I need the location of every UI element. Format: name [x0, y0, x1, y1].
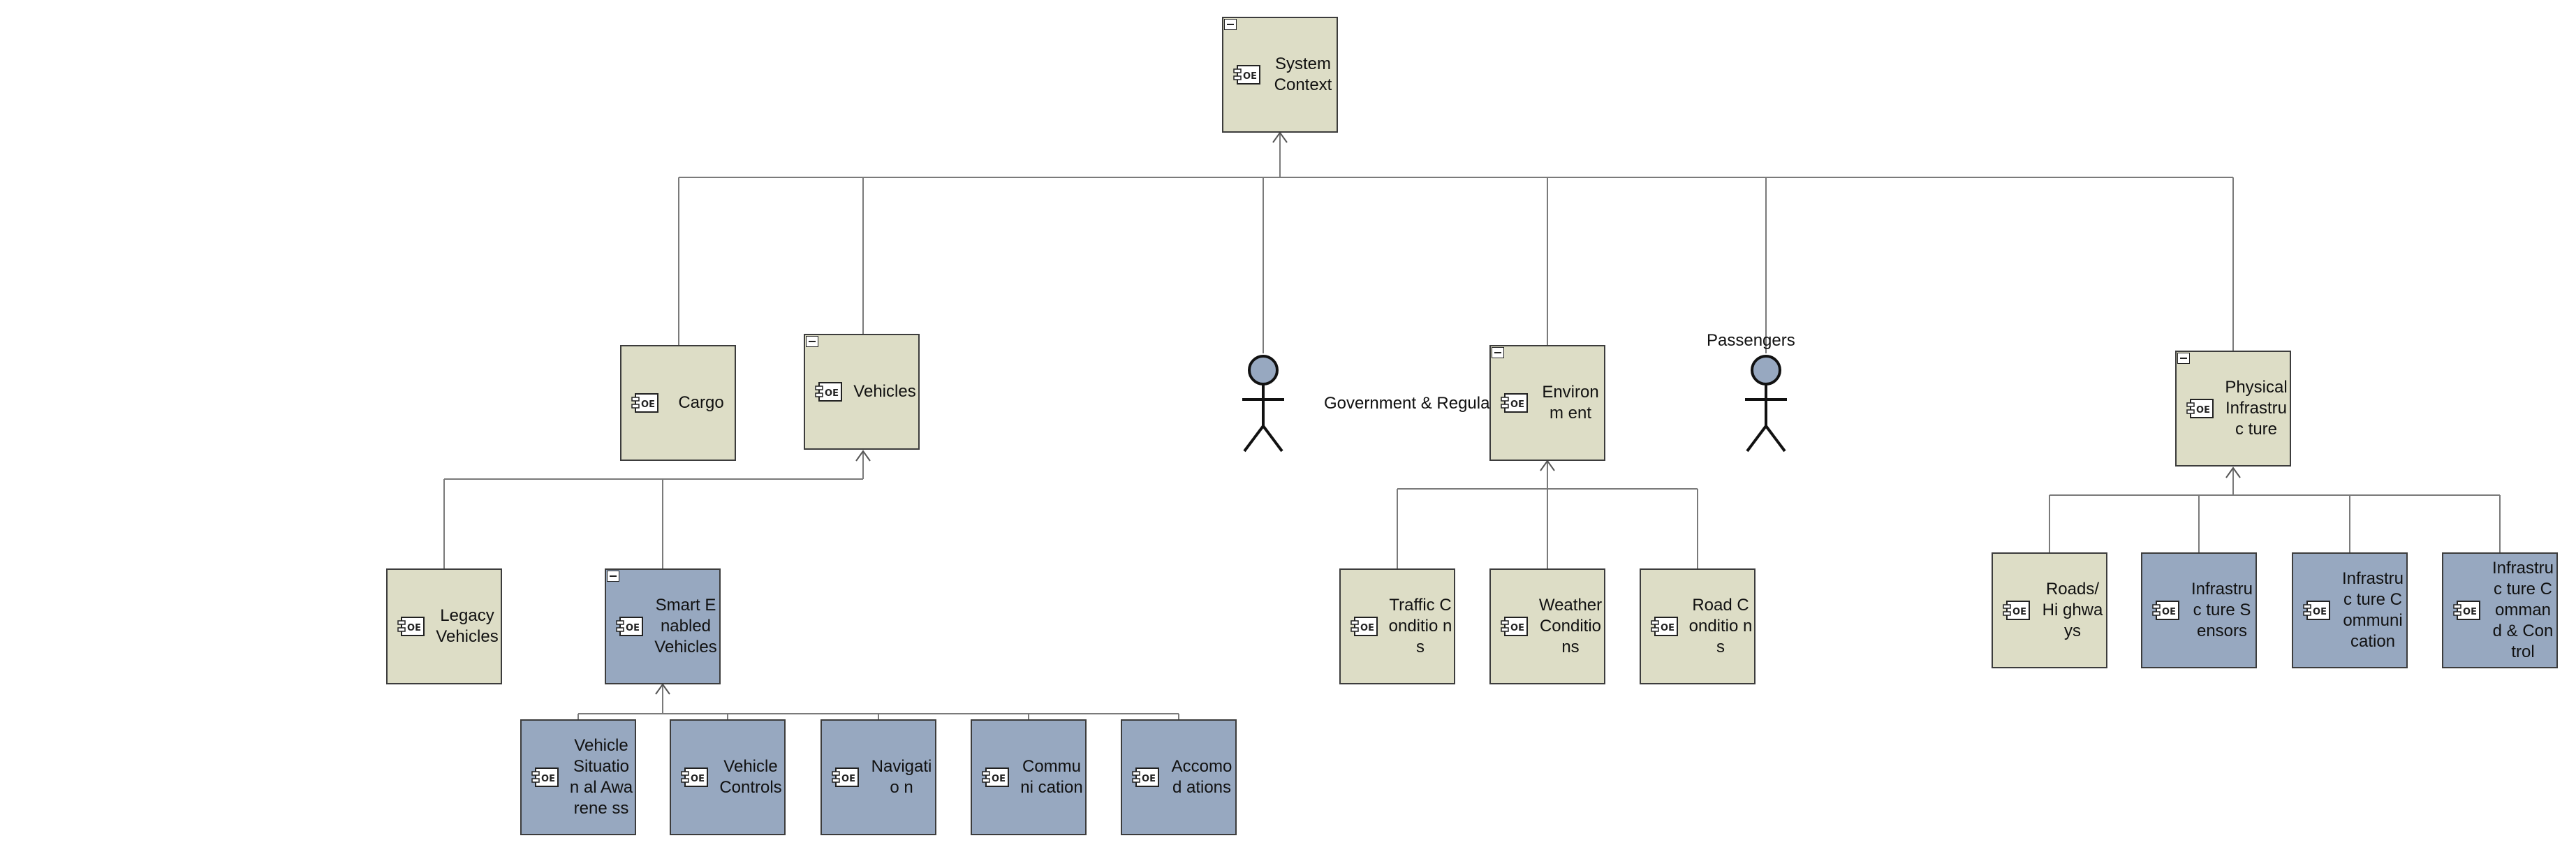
block-label: Smart Enabled Vehicles — [654, 596, 717, 656]
block-smart-enabled-vehicles[interactable]: OE Smart Enabled Vehicles — [605, 568, 721, 684]
component-icon: OE — [531, 767, 559, 787]
block-label: System Context — [1274, 54, 1332, 94]
component-icon: OE — [616, 617, 643, 636]
block-infrastructure-sensors[interactable]: OE Infrastruc ture Sensors — [2141, 552, 2257, 668]
block-weather-conditions[interactable]: OE Weather Conditio ns — [1489, 568, 1605, 684]
connector-vehicles-tree — [443, 450, 871, 568]
block-label: Road Conditio ns — [1688, 596, 1753, 656]
svg-text:OE: OE — [1360, 623, 1374, 633]
block-label: Infrastruc ture Sensors — [2191, 580, 2253, 640]
svg-text:OE: OE — [1510, 399, 1524, 410]
actor-passengers-label: Passengers — [1707, 331, 1795, 350]
svg-text:OE: OE — [2313, 607, 2327, 617]
block-label: Vehicle Situation al Awarene ss — [569, 736, 633, 818]
component-icon: OE — [815, 382, 842, 402]
svg-text:OE: OE — [2463, 607, 2477, 617]
component-icon: OE — [2152, 601, 2179, 620]
component-icon: OE — [2003, 601, 2030, 620]
svg-text:OE: OE — [1142, 774, 1156, 784]
svg-text:OE: OE — [641, 399, 655, 410]
block-traffic-conditions[interactable]: OE Traffic Conditio ns — [1339, 568, 1455, 684]
component-icon: OE — [1501, 393, 1528, 413]
svg-text:OE: OE — [1510, 623, 1524, 633]
block-label: Traffic Conditio ns — [1388, 596, 1452, 656]
block-label: Environm ent — [1542, 383, 1599, 423]
connector-environment-tree — [1397, 460, 1698, 568]
component-icon: OE — [1501, 617, 1528, 636]
block-road-conditions[interactable]: OE Road Conditio ns — [1640, 568, 1756, 684]
block-accomodations[interactable]: OE Accomod ations — [1121, 719, 1237, 835]
svg-text:OE: OE — [825, 388, 839, 399]
block-physical-infrastructure[interactable]: OE Physical Infrastruc ture — [2175, 351, 2291, 467]
component-icon: OE — [1350, 617, 1378, 636]
connector-smart-vehicles-tree — [577, 683, 1179, 719]
component-icon: OE — [982, 767, 1009, 787]
actor-government-regulators-label: Government & Regulators — [1324, 394, 1518, 413]
block-label: Legacy Vehicles — [436, 606, 499, 646]
block-environment[interactable]: OE Environm ent — [1489, 345, 1605, 461]
component-icon: OE — [681, 767, 708, 787]
connector-infrastructure-tree — [2049, 467, 2501, 552]
component-icon: OE — [2453, 601, 2480, 620]
collapse-icon[interactable] — [607, 571, 619, 582]
block-communication[interactable]: OE Communi cation — [971, 719, 1087, 835]
component-icon: OE — [832, 767, 859, 787]
component-icon: OE — [1132, 767, 1159, 787]
component-icon: OE — [631, 393, 658, 413]
block-label: Navigatio n — [871, 757, 932, 797]
svg-text:OE: OE — [407, 623, 421, 633]
collapse-icon[interactable] — [806, 336, 818, 347]
svg-text:OE: OE — [992, 774, 1006, 784]
svg-text:OE: OE — [2162, 607, 2176, 617]
component-icon: OE — [2303, 601, 2330, 620]
collapse-icon[interactable] — [1224, 19, 1237, 30]
block-label: Vehicles — [853, 382, 916, 401]
svg-text:OE: OE — [2012, 607, 2026, 617]
block-vehicle-controls[interactable]: OE Vehicle Controls — [670, 719, 786, 835]
block-label: Infrastruc ture Communi cation — [2341, 569, 2404, 651]
component-icon: OE — [397, 617, 425, 636]
block-roads-highways[interactable]: OE Roads/Hi ghways — [1992, 552, 2107, 668]
block-label: Roads/Hi ghways — [2042, 580, 2103, 640]
connector-system-context-tree — [678, 131, 2234, 353]
block-label: Infrastruc ture Comman d & Control — [2492, 559, 2554, 661]
block-label: Cargo — [678, 393, 724, 412]
block-vehicles[interactable]: OE Vehicles — [804, 334, 920, 450]
block-legacy-vehicles[interactable]: OE Legacy Vehicles — [386, 568, 502, 684]
component-icon: OE — [2186, 399, 2214, 418]
block-label: Physical Infrastruc ture — [2225, 378, 2288, 439]
svg-text:OE: OE — [691, 774, 705, 784]
block-cargo[interactable]: OE Cargo — [620, 345, 736, 461]
component-icon: OE — [1233, 65, 1260, 85]
block-label: Vehicle Controls — [719, 757, 782, 797]
collapse-icon[interactable] — [1492, 347, 1504, 358]
collapse-icon[interactable] — [2177, 353, 2190, 364]
svg-text:OE: OE — [2196, 405, 2210, 416]
block-navigation[interactable]: OE Navigatio n — [820, 719, 936, 835]
block-label: Weather Conditio ns — [1538, 596, 1603, 656]
block-infrastructure-command-control[interactable]: OE Infrastruc ture Comman d & Control — [2442, 552, 2558, 668]
component-icon: OE — [1651, 617, 1678, 636]
block-system-context[interactable]: OE System Context — [1222, 17, 1338, 133]
actor-passengers-icon[interactable] — [1742, 353, 1790, 454]
block-label: Communi cation — [1020, 757, 1083, 797]
svg-text:OE: OE — [626, 623, 640, 633]
block-infrastructure-communication[interactable]: OE Infrastruc ture Communi cation — [2292, 552, 2408, 668]
svg-text:OE: OE — [841, 774, 855, 784]
block-label: Accomod ations — [1171, 757, 1232, 797]
actor-government-regulators-icon[interactable] — [1239, 353, 1288, 454]
svg-text:OE: OE — [1243, 71, 1257, 82]
block-vehicle-situational-awareness[interactable]: OE Vehicle Situation al Awarene ss — [520, 719, 636, 835]
svg-text:OE: OE — [1661, 623, 1675, 633]
svg-text:OE: OE — [541, 774, 555, 784]
